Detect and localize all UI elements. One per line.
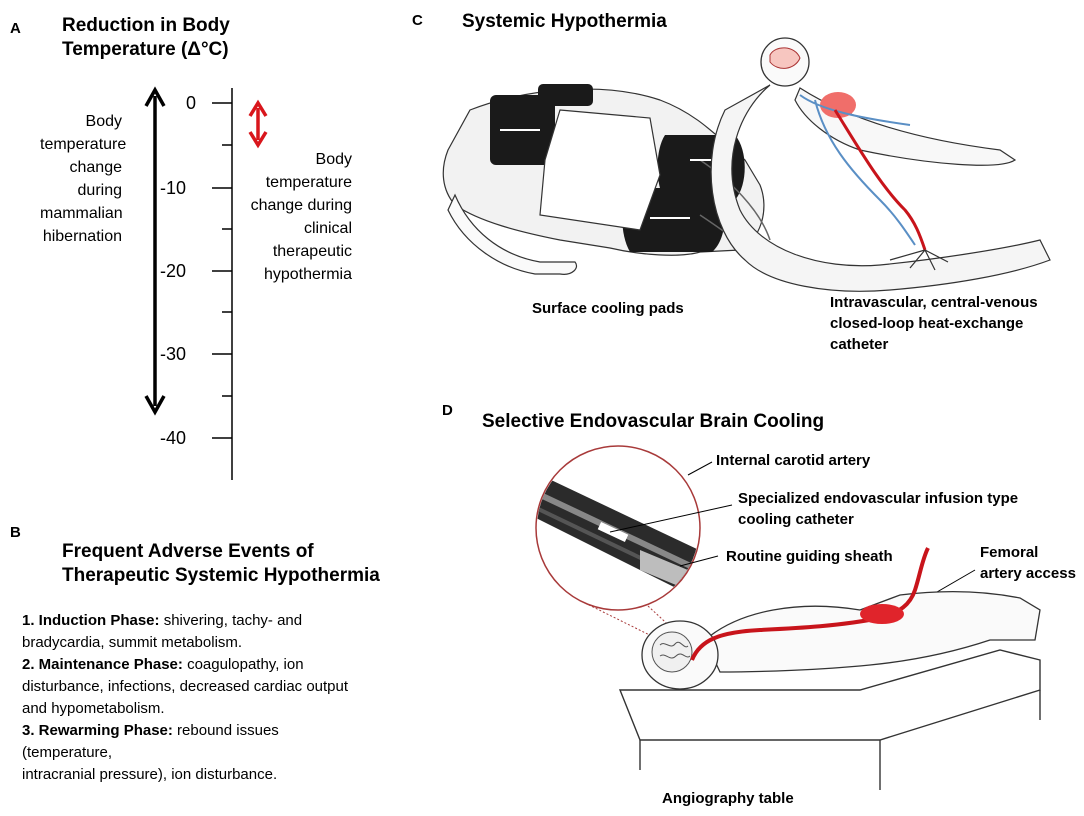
panel-d-letter: D xyxy=(442,402,453,419)
tick-minus-20: -20 xyxy=(160,261,187,281)
adverse-event-text: bradycardia, summit metabolism. xyxy=(22,634,243,651)
surface-cooling-label: Surface cooling pads xyxy=(532,300,684,317)
hibernation-arrow xyxy=(144,86,166,416)
tick-minus-40: -40 xyxy=(160,428,187,448)
panel-a-title: Reduction in Body Temperature (Δ°C) xyxy=(62,15,230,60)
tick-0: 0 xyxy=(186,93,197,113)
hypothermia-label: Body temperature change during clinical … xyxy=(250,151,352,283)
adverse-event-item: 1. Induction Phase: shivering, tachy- an… xyxy=(22,612,303,629)
adverse-events-list: 1. Induction Phase: shivering, tachy- an… xyxy=(22,610,362,786)
femoral-label: Femoral artery access xyxy=(980,544,1076,582)
adverse-event-text: intracranial pressure), ion disturbance. xyxy=(22,766,278,783)
panel-b-letter: B xyxy=(10,524,21,541)
tick-minus-30: -30 xyxy=(160,344,187,364)
panel-c-letter: C xyxy=(412,12,423,29)
tick-minus-10: -10 xyxy=(160,178,187,198)
panel-a-letter: A xyxy=(10,20,21,37)
hibernation-label: Body temperature change during mammalian… xyxy=(40,113,127,245)
catheter-label: Intravascular, central-venous closed-loo… xyxy=(830,294,1038,353)
panel-b-title: Frequent Adverse Events of Therapeutic S… xyxy=(62,541,380,586)
angiography-table-label: Angiography table xyxy=(662,790,794,807)
adverse-event-text: disturbance, infections, decreased cardi… xyxy=(22,678,349,695)
adverse-event-text: and hypometabolism. xyxy=(22,700,165,717)
carotid-label: Internal carotid artery xyxy=(716,452,871,469)
adverse-event-item: 3. Rewarming Phase: rebound issues (temp… xyxy=(22,722,279,761)
panel-c-title: Systemic Hypothermia xyxy=(462,11,667,32)
panel-d-title: Selective Endovascular Brain Cooling xyxy=(482,411,825,432)
cooling-catheter-label: Specialized endovascular infusion type c… xyxy=(738,490,1019,528)
adverse-event-item: 2. Maintenance Phase: coagulopathy, ion xyxy=(22,656,304,673)
sheath-label: Routine guiding sheath xyxy=(726,548,893,565)
hypothermia-arrow xyxy=(248,99,268,149)
